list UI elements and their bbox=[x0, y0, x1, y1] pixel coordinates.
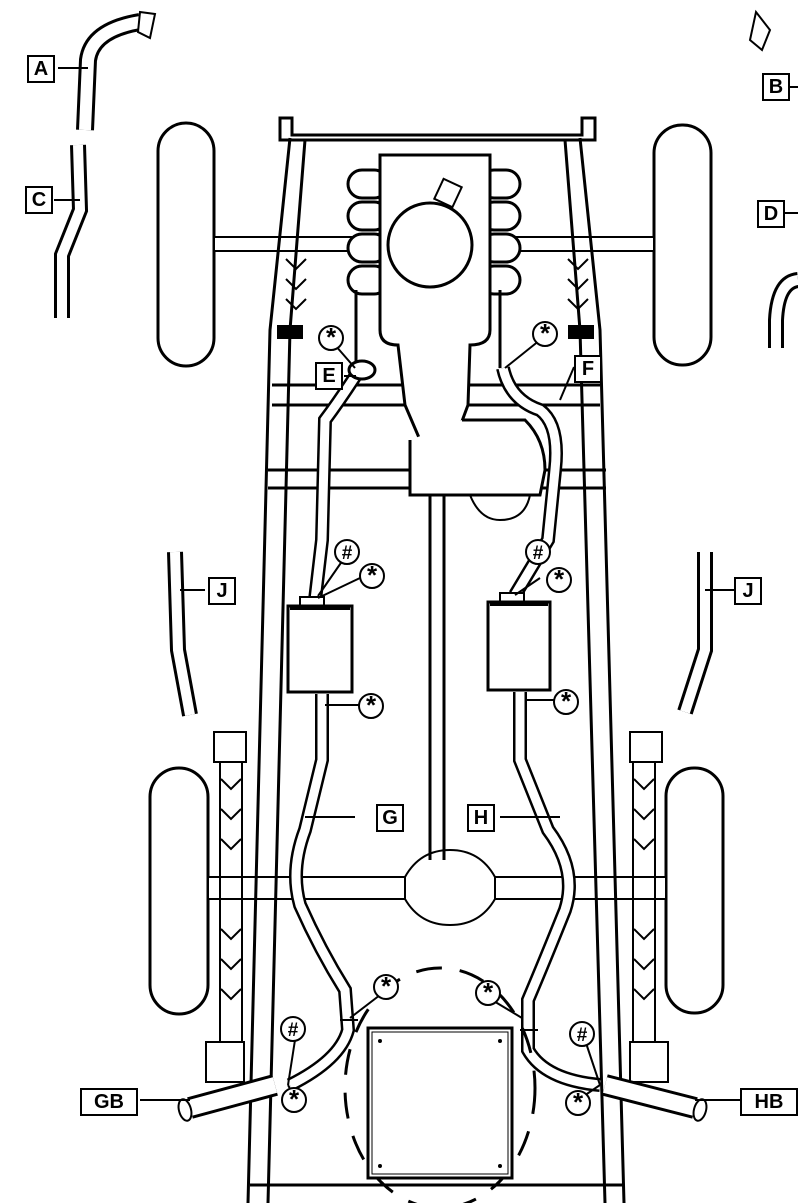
rear-right-spring bbox=[629, 731, 669, 1083]
leader-lines bbox=[54, 67, 798, 1101]
part-c-pipe bbox=[54, 144, 89, 318]
rear-left-spring bbox=[205, 731, 247, 1083]
label-gb: GB bbox=[80, 1088, 138, 1116]
part-j-right-pipe bbox=[677, 552, 713, 715]
left-rear-pipe bbox=[286, 694, 358, 1092]
label-j-right: J bbox=[734, 577, 762, 605]
tail-pipe-hb bbox=[602, 1074, 708, 1122]
label-h: H bbox=[467, 804, 495, 832]
engine-block bbox=[378, 153, 547, 522]
spare-tire-area bbox=[343, 966, 537, 1203]
front-left-spring bbox=[277, 258, 307, 339]
wheel-rear-left bbox=[148, 766, 210, 1016]
left-front-pipe bbox=[308, 359, 377, 601]
right-muffler bbox=[486, 592, 552, 692]
part-a-pipe bbox=[76, 10, 157, 131]
wheel-rear-right bbox=[664, 766, 725, 1015]
right-front-pipe bbox=[496, 366, 563, 599]
label-b: B bbox=[762, 73, 790, 101]
part-d-pipe bbox=[768, 272, 798, 348]
label-f: F bbox=[574, 355, 602, 383]
wheel-front-left bbox=[156, 121, 216, 368]
label-c: C bbox=[25, 186, 53, 214]
part-b-flange bbox=[748, 9, 772, 52]
part-j-left-pipe bbox=[167, 551, 198, 717]
left-muffler bbox=[286, 596, 354, 694]
label-a: A bbox=[27, 55, 55, 83]
label-e: E bbox=[315, 362, 343, 390]
label-g: G bbox=[376, 804, 404, 832]
label-hb: HB bbox=[740, 1088, 798, 1116]
label-d: D bbox=[757, 200, 785, 228]
rear-axle bbox=[207, 848, 667, 927]
tail-pipe-gb bbox=[177, 1074, 278, 1122]
label-j-left: J bbox=[208, 577, 236, 605]
wheel-front-right bbox=[652, 123, 713, 367]
front-right-spring bbox=[567, 258, 594, 339]
